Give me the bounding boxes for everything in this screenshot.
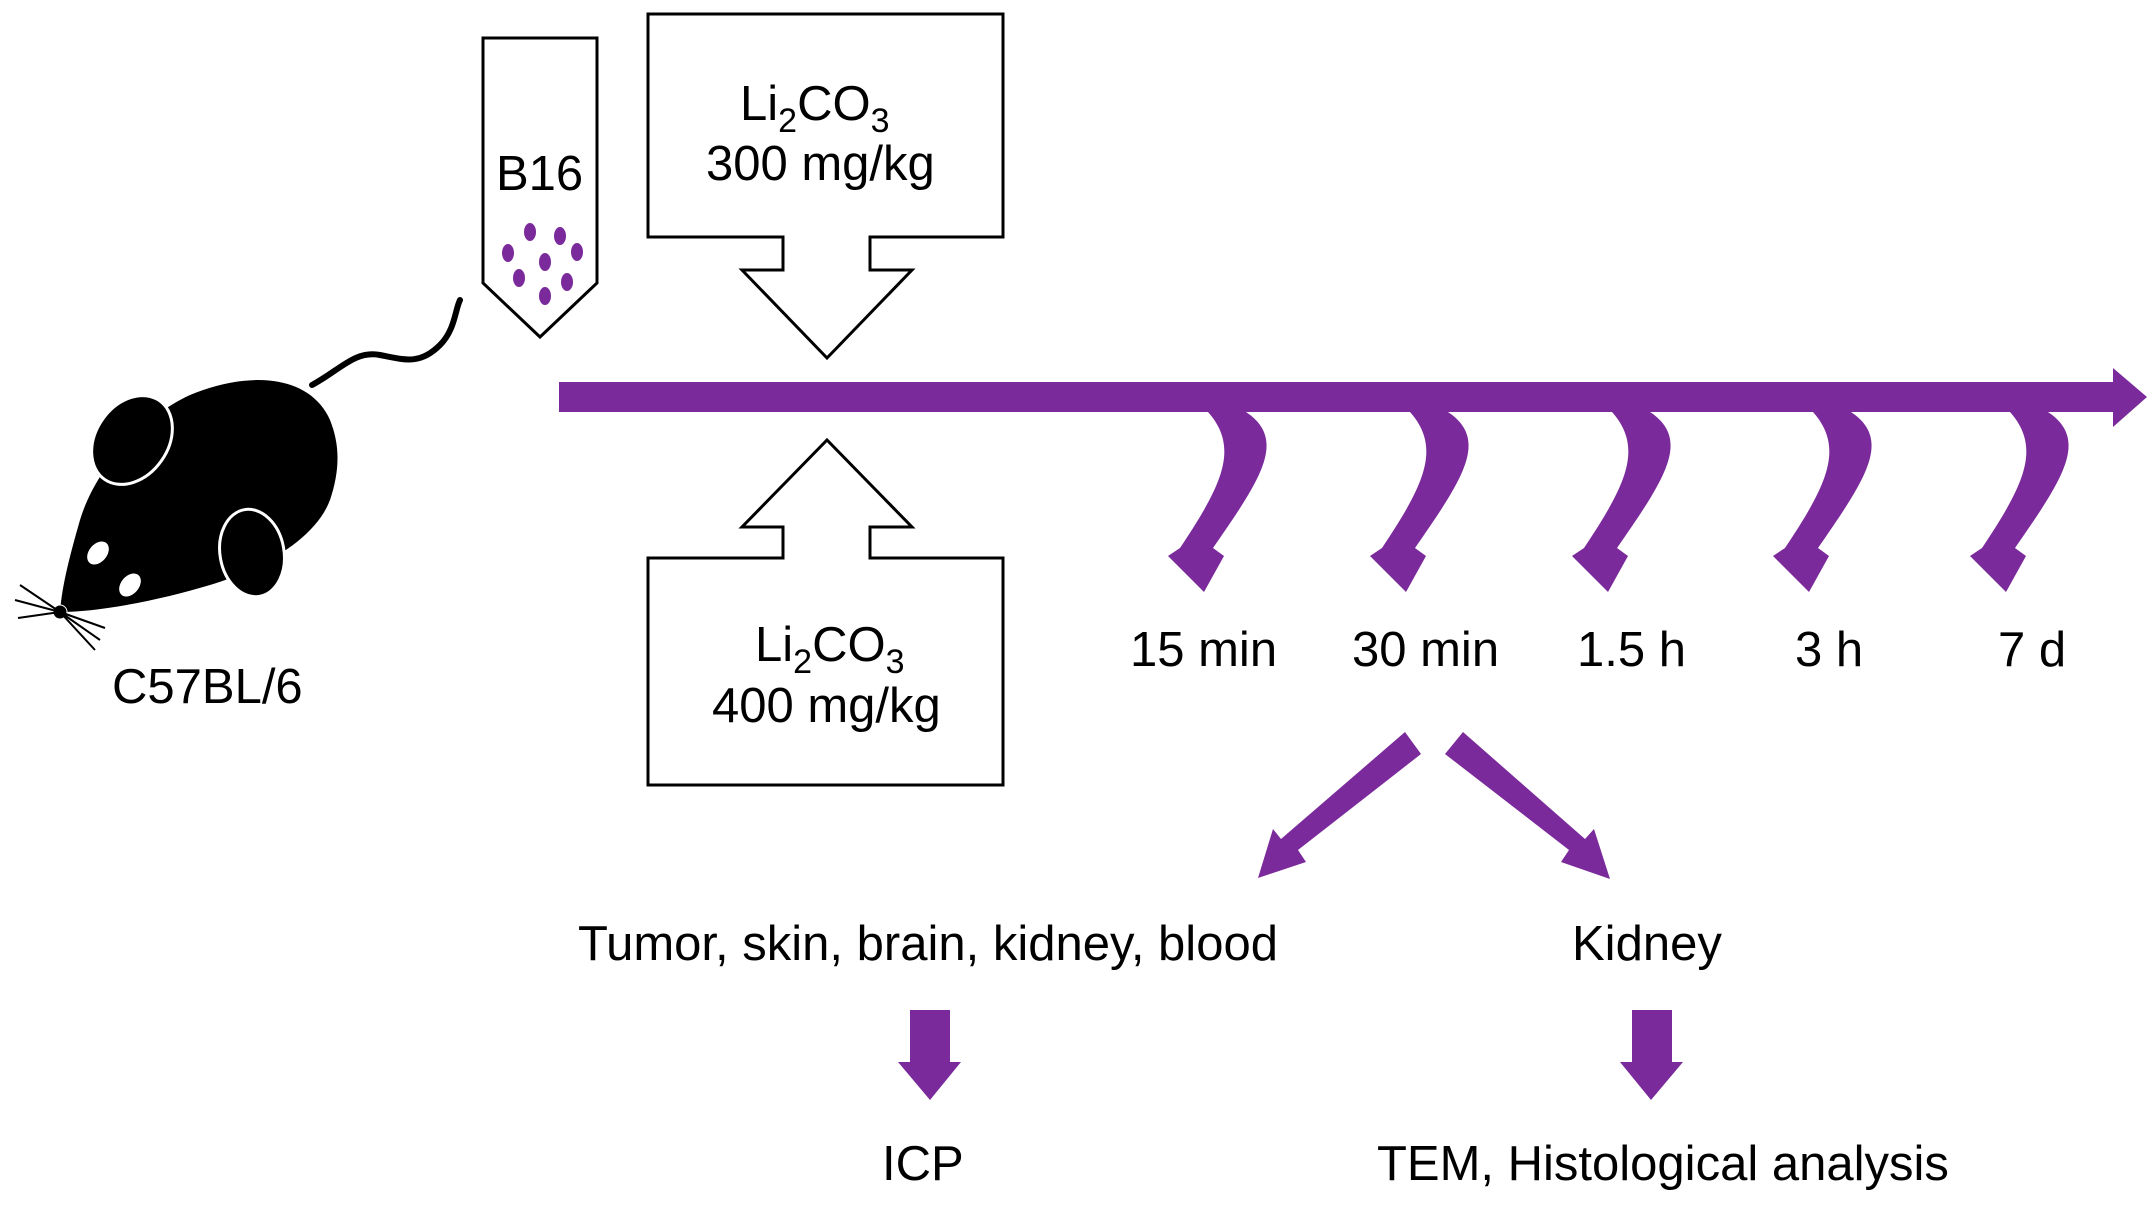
timepoint-arrow — [1970, 412, 2069, 592]
result-arrow-right — [1620, 1010, 1683, 1100]
branch-arrow-left — [1258, 732, 1421, 878]
timepoint-label: 30 min — [1352, 623, 1499, 677]
tube-label: B16 — [496, 147, 583, 201]
result-left-label: ICP — [882, 1137, 964, 1191]
branch-arrow-right — [1445, 732, 1610, 879]
mouse-strain-label: C57BL/6 — [112, 660, 303, 714]
dose-400-arrow-outline — [646, 437, 1005, 787]
b16-cells — [502, 223, 583, 305]
timepoint-arrow — [1370, 412, 1469, 592]
branch-right-label: Kidney — [1572, 917, 1722, 971]
mouse-whiskers — [14, 584, 106, 651]
dose-400-box: Li2CO3 400 mg/kg — [646, 437, 1005, 787]
mouse-eye — [87, 541, 109, 565]
dose-300-compound: Li2CO3 — [740, 77, 889, 140]
result-arrow-left — [898, 1010, 961, 1100]
timepoint-label: 15 min — [1130, 623, 1277, 677]
mouse-ear-lower — [218, 507, 286, 599]
mouse-ear-upper — [90, 394, 174, 486]
timepoint-label: 7 d — [1998, 623, 2066, 677]
result-right-label: TEM, Histological analysis — [1377, 1137, 1949, 1191]
timepoint-label: 1.5 h — [1577, 623, 1686, 677]
timepoint-label: 3 h — [1795, 623, 1863, 677]
timeline — [559, 368, 2147, 427]
timepoint-arrows — [1168, 412, 2069, 592]
timepoint-arrow — [1168, 412, 1267, 592]
mouse-tail — [309, 297, 463, 388]
mouse-body — [60, 380, 338, 612]
branch-left-label: Tumor, skin, brain, kidney, blood — [578, 917, 1278, 971]
dose-300-arrow-outline — [646, 12, 1005, 361]
result-arrows — [898, 1010, 1683, 1100]
b16-tube: B16 — [481, 36, 599, 340]
dose-300-box: Li2CO3 300 mg/kg — [646, 12, 1005, 361]
dose-400-amount: 400 mg/kg — [712, 679, 941, 733]
branch-arrows — [1258, 732, 1610, 879]
dose-300-amount: 300 mg/kg — [706, 137, 935, 191]
timepoint-labels: 15 min 30 min 1.5 h 3 h 7 d — [1130, 623, 2066, 677]
timepoint-arrow — [1773, 412, 1872, 592]
timepoint-arrow — [1572, 412, 1671, 592]
mouse-eye — [119, 573, 141, 597]
timeline-arrow — [559, 368, 2147, 427]
tube-outline — [481, 36, 599, 340]
mouse-illustration: C57BL/6 — [14, 297, 463, 714]
dose-400-compound: Li2CO3 — [755, 618, 904, 681]
